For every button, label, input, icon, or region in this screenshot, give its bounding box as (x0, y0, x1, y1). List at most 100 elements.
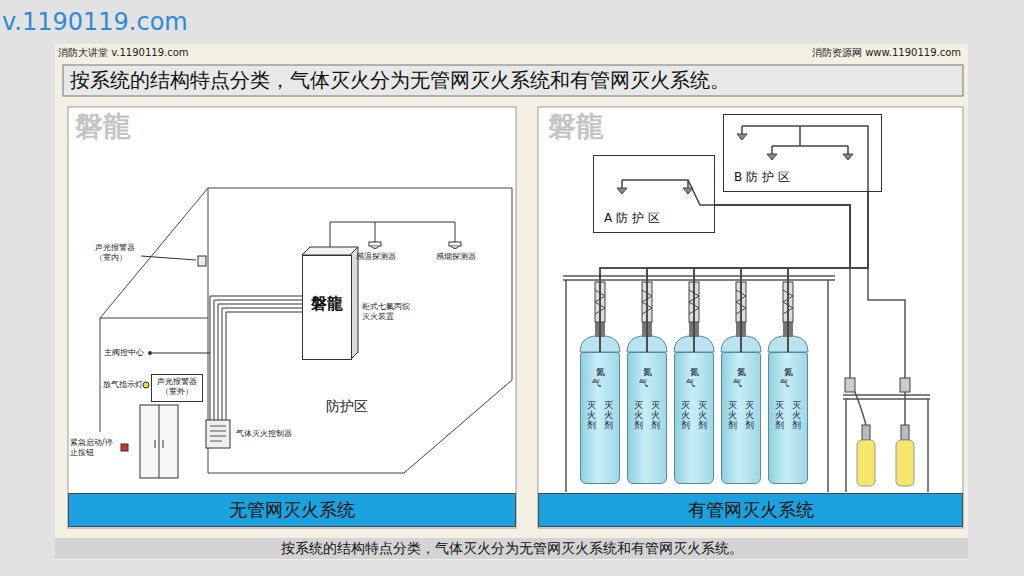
device-label: 紧急启动/停止按钮 (70, 438, 118, 457)
slide-caption: 按系统的结构特点分类，气体灭火分为无管网灭火系统和有管网灭火系统。 (55, 539, 968, 558)
device-symbols (369, 242, 381, 246)
device-label: 主阀控中心 (104, 348, 144, 358)
agent-pipe (715, 205, 850, 352)
agent-name: 灭火剂 (587, 401, 596, 431)
device-symbols (148, 351, 152, 355)
signal-wires (218, 304, 302, 420)
brand-watermark: 磐龍 (548, 110, 604, 144)
room-outline (100, 318, 208, 319)
cylinder-rack (850, 268, 905, 378)
alarm-box: 声光报警器（室外） (151, 374, 203, 402)
signal-wires (141, 256, 196, 260)
starter-cylinders (862, 425, 870, 440)
device-symbols (198, 256, 206, 266)
signal-wires (141, 222, 455, 420)
nozzles (617, 188, 627, 194)
agent-name: 灭火剂 (775, 401, 784, 431)
signal-wires (214, 300, 302, 420)
agent-pipe (715, 205, 850, 352)
gas-name: 氮气 (628, 367, 666, 389)
door (159, 405, 160, 478)
gas-name: 氮气 (769, 367, 807, 389)
agent-cylinder: 氮气灭火剂灭火剂 (627, 352, 667, 484)
door (140, 405, 178, 478)
agent-pipe (694, 192, 868, 352)
agent-cylinder: 氮气灭火剂灭火剂 (580, 352, 620, 484)
room-outline (100, 318, 101, 432)
device-symbols (206, 420, 230, 448)
starter-cylinders (845, 378, 914, 486)
device-label: 放气指示灯 (103, 380, 143, 390)
agent-name: 灭火剂 (681, 401, 690, 431)
nozzle-pipes (622, 126, 868, 205)
device-symbols (121, 242, 461, 451)
box-text: A 防 护 区 (604, 211, 660, 226)
slide-ground (63, 65, 963, 96)
gas-name: 氮气 (581, 367, 619, 389)
agent-name: 灭火剂 (604, 401, 613, 431)
signal-wires (375, 222, 455, 242)
nozzles (617, 134, 853, 194)
signal-wires (222, 308, 302, 420)
cylinder-rack (855, 392, 905, 425)
zone-label: 防护区 (326, 398, 368, 415)
gas-name: 氮气 (722, 367, 760, 389)
agent-name: 灭火剂 (728, 401, 737, 431)
signal-wires (226, 312, 302, 420)
device-symbols (121, 444, 128, 451)
source-note: 消防资源网 www.1190119.com (812, 47, 961, 59)
nozzles (767, 154, 777, 160)
agent-pipe (600, 205, 850, 352)
cylinder-rack (563, 268, 930, 492)
device-label: 感温探测器 (356, 252, 396, 262)
site-watermark: v.1190119.com (2, 8, 188, 37)
signal-wires (210, 296, 302, 420)
agent-pipe (788, 192, 868, 352)
device-symbols (371, 246, 379, 249)
room-outline (208, 188, 512, 380)
starter-cylinders (845, 378, 855, 392)
door (140, 405, 178, 478)
device-symbols (451, 246, 459, 249)
agent-pipe (741, 192, 868, 352)
source-note: 消防大讲堂 v.1190119.com (58, 47, 189, 59)
system-name: 有管网灭火系统 (688, 498, 814, 522)
agent-pipe (647, 205, 850, 352)
slide-ground (55, 538, 968, 559)
agent-name: 灭火剂 (698, 401, 707, 431)
nozzle-pipes (622, 180, 715, 205)
brand-watermark: 磐龍 (75, 110, 131, 144)
nozzles (843, 154, 853, 160)
device-symbols (449, 242, 461, 246)
box-text: B 防 护 区 (734, 170, 790, 185)
box-text: 声光报警器（室外） (154, 377, 200, 397)
extinguisher-cabinet: 磐龍 (302, 255, 352, 360)
agent-cylinder: 氮气灭火剂灭火剂 (674, 352, 714, 484)
nozzles (737, 134, 747, 140)
system-band: 无管网灭火系统 (68, 493, 516, 527)
agent-name: 灭火剂 (745, 401, 754, 431)
agent-pipe (647, 192, 868, 352)
door (155, 440, 163, 448)
device-label: 感烟探测器 (436, 252, 476, 262)
nozzles (683, 188, 693, 194)
box-text: 磐龍 (303, 294, 351, 314)
agent-pipe (694, 205, 850, 352)
device-symbols (143, 382, 149, 388)
agent-pipe (600, 192, 868, 352)
device-label: 柜式七氟丙烷灭火装置 (362, 302, 414, 321)
cylinder-rack (846, 399, 928, 492)
protection-zone-box: A 防 护 区 (593, 155, 715, 233)
starter-cylinders (901, 425, 909, 440)
room-outline (208, 380, 512, 473)
system-name: 无管网灭火系统 (229, 498, 355, 522)
starter-cylinders (857, 440, 875, 486)
device-symbols (210, 426, 226, 441)
starter-cylinders (900, 378, 910, 392)
signal-wires (152, 353, 210, 354)
agent-cylinder: 氮气灭火剂灭火剂 (768, 352, 808, 484)
slide-ground (68, 107, 516, 528)
cylinder-rack (563, 276, 835, 280)
agent-cylinder: 氮气灭火剂灭火剂 (721, 352, 761, 484)
